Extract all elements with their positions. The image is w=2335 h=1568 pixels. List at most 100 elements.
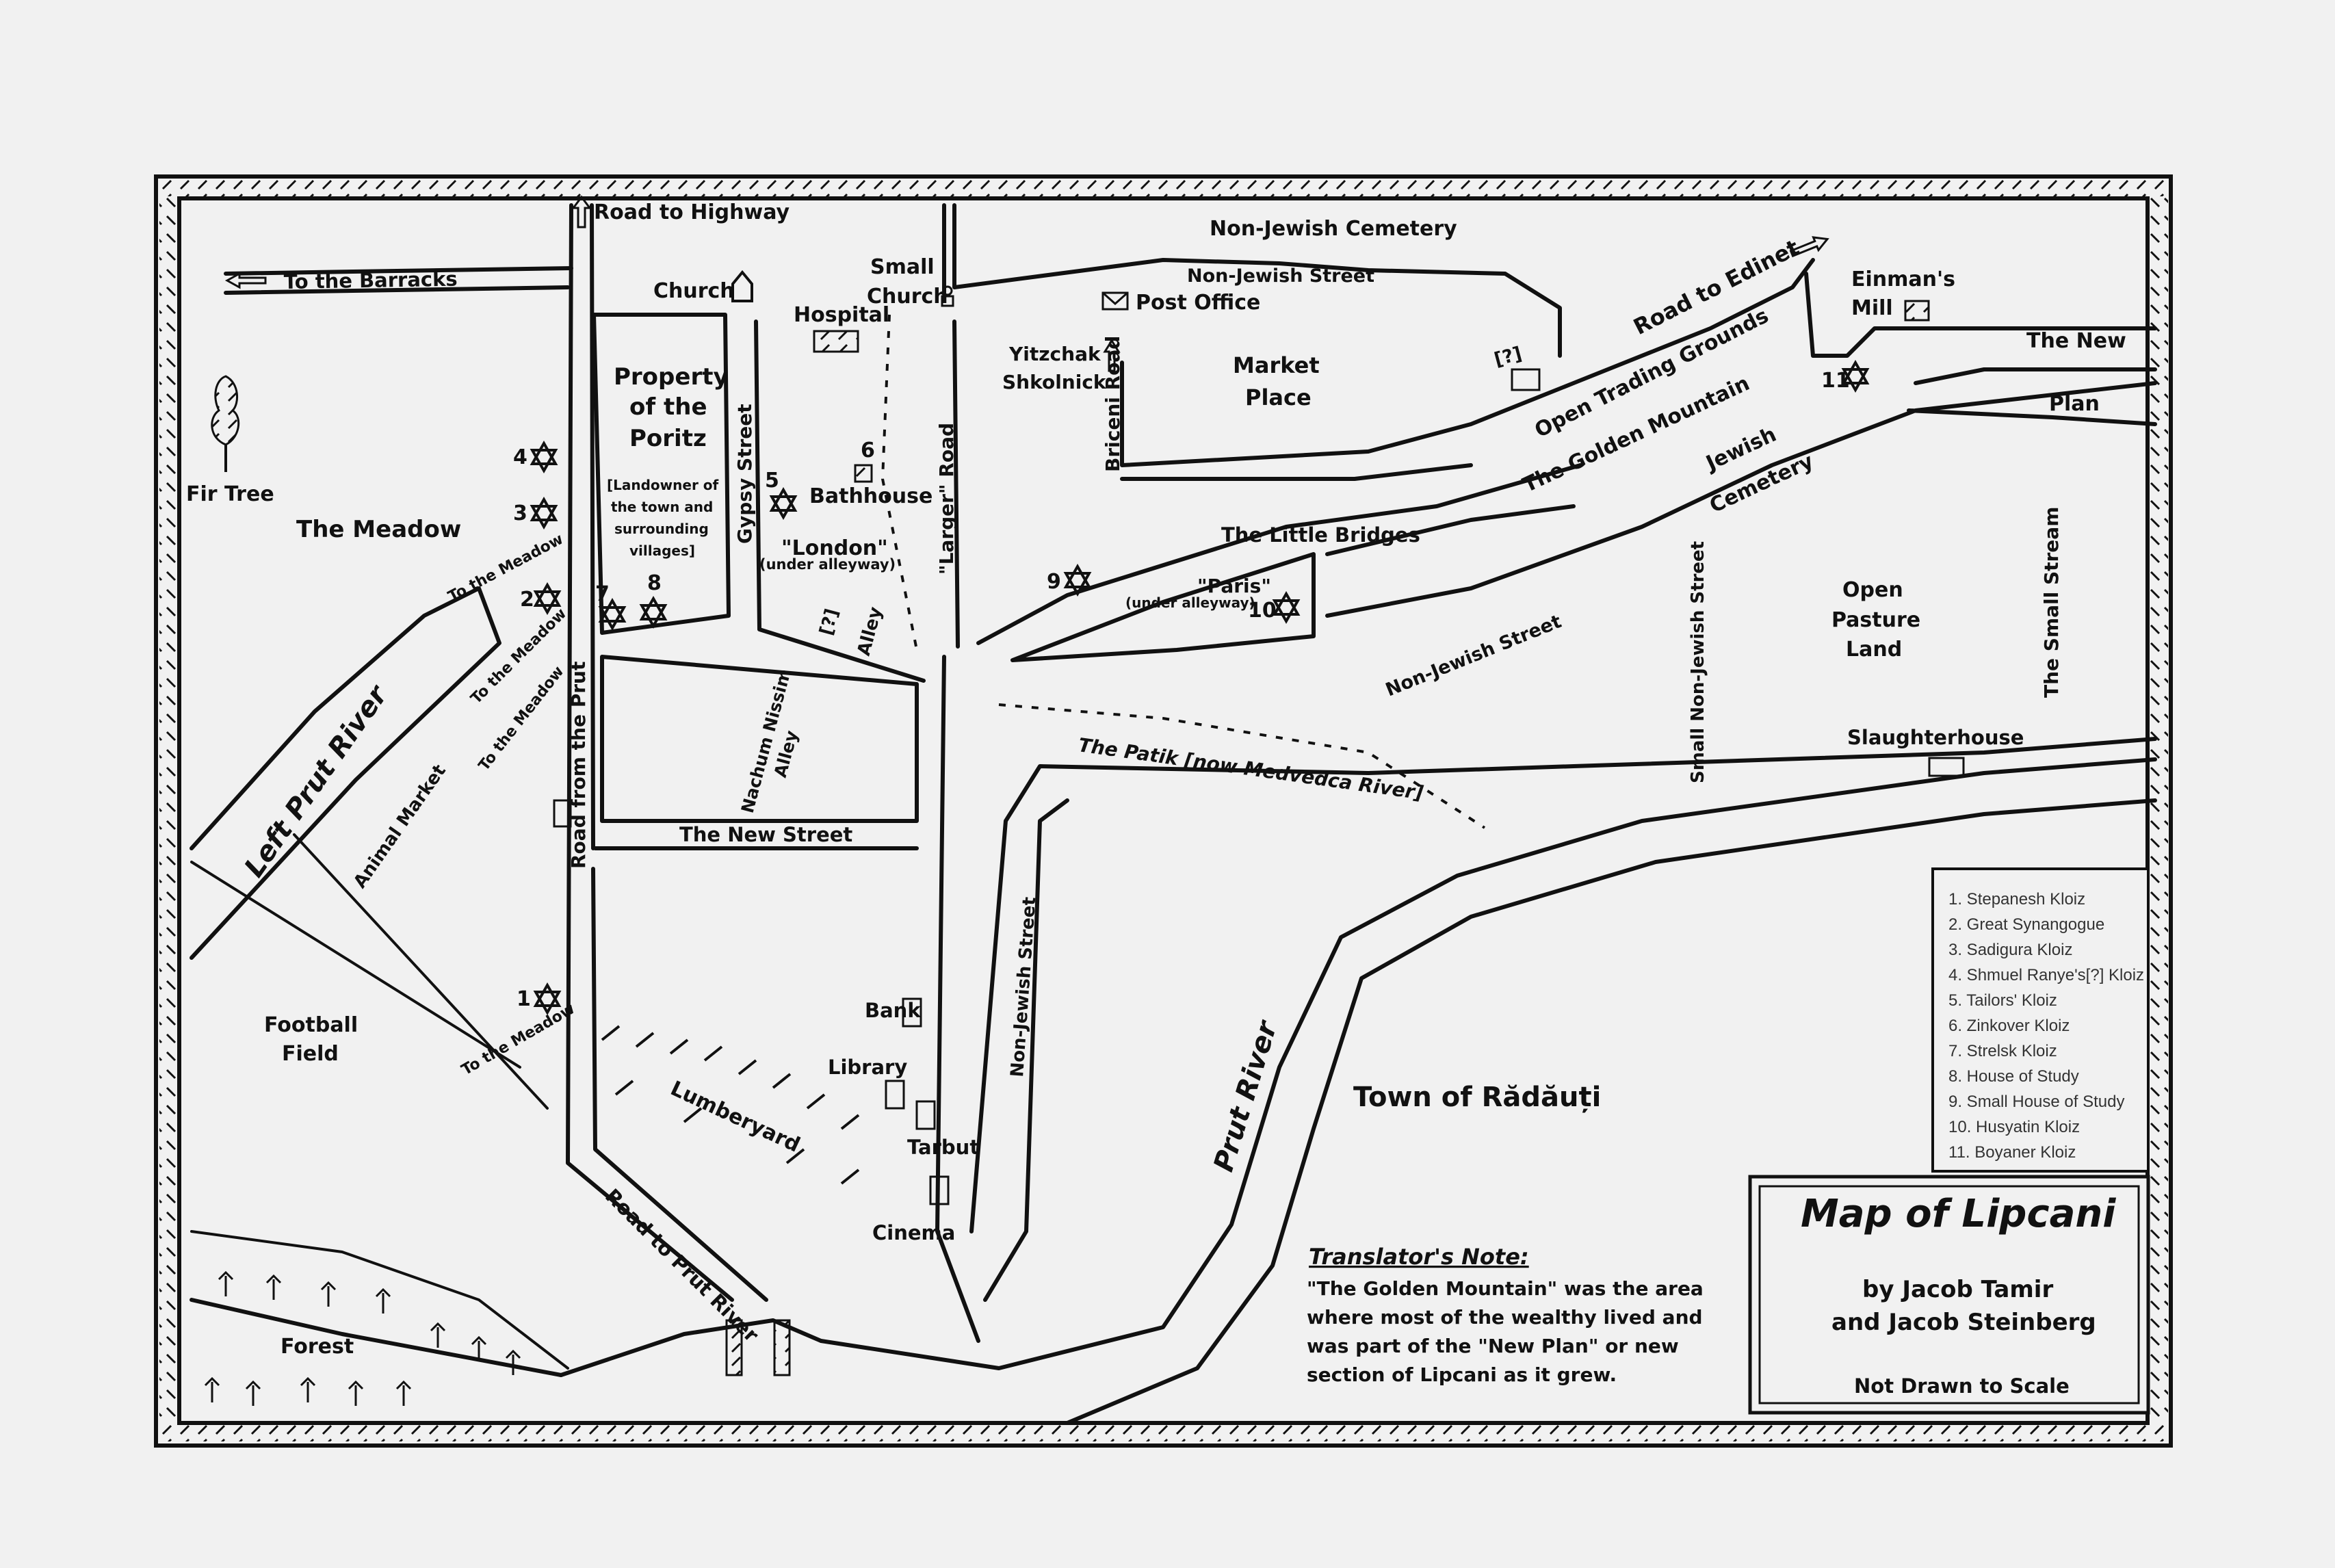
town-of-radauti-label: Town of Rădăuți [1353, 1082, 1601, 1113]
non-jewish-street-label: Non-Jewish Street [1383, 611, 1565, 701]
to-the-meadow-label: To the Meadow [445, 531, 566, 606]
star-number: 2 [520, 588, 534, 612]
legend-item: 3. Sadigura Kloiz [1948, 941, 2072, 959]
gypsy-street-label: Gypsy Street [733, 404, 756, 544]
buildings [553, 300, 1965, 1376]
animal-market-label: Animal Market [350, 761, 450, 892]
open-pasture-label: Pasture [1831, 608, 1920, 632]
open-pasture-label: Land [1846, 638, 1902, 662]
legend-item: 2. Great Synangogue [1948, 915, 2104, 934]
map-authors: by Jacob Tamir [1862, 1276, 2053, 1303]
star-number: 10 [1248, 599, 1277, 623]
translators-note-line: where most of the wealthy lived and [1307, 1306, 1703, 1329]
church-label: Church [653, 279, 735, 303]
scale-note: Not Drawn to Scale [1854, 1374, 2070, 1398]
map-title: Map of Lipcani [1801, 1192, 2116, 1236]
star-number: 11 [1821, 369, 1850, 393]
property-of-poritz-label: Property [614, 363, 729, 391]
unknown-label: [?] [816, 607, 843, 638]
small-church-label: Small [870, 255, 935, 279]
star-number: 6 [861, 439, 875, 462]
street-network [190, 203, 2157, 1425]
einmans-mill-label: Einman's [1851, 267, 1955, 291]
translators-note-line: section of Lipcani as it grew. [1307, 1363, 1617, 1386]
legend-item: 7. Strelsk Kloiz [1948, 1042, 2057, 1060]
to-the-barracks-label: To the Barracks [284, 267, 458, 293]
small-stream-label: The Small Stream [2040, 507, 2063, 698]
non-jewish-cemetery-label: Non-Jewish Cemetery [1210, 217, 1457, 241]
unknown-label: [?] [1492, 343, 1524, 370]
star-of-david-icon [1273, 592, 1299, 623]
london-label: "London" [781, 536, 888, 560]
legend: 1. Stepanesh Kloiz 2. Great Synangogue 3… [1931, 867, 2150, 1173]
title-block: Map of Lipcani by Jacob Tamir and Jacob … [1748, 1175, 2150, 1415]
the-meadow-label: The Meadow [296, 516, 461, 543]
lumberyard-marks [601, 1025, 860, 1185]
arrow-left-icon [224, 272, 267, 289]
post-office-label: Post Office [1136, 291, 1260, 315]
star-number: 5 [765, 469, 779, 493]
fir-tree-label: Fir Tree [186, 482, 274, 506]
little-bridges-label: The Little Bridges [1221, 523, 1420, 547]
translators-note-heading: Translator's Note: [1309, 1244, 1529, 1270]
paris-label: "Paris" [1197, 575, 1271, 597]
road-to-highway-label: Road to Highway [594, 200, 790, 224]
legend-item: 4. Shmuel Ranye's[?] Kloiz [1948, 966, 2144, 984]
football-field-label: Field [282, 1042, 339, 1066]
star-number: 7 [595, 582, 610, 606]
star-number: 3 [513, 501, 527, 525]
star-of-david-icon [531, 498, 557, 528]
larger-road-label: "Larger" Road [935, 423, 958, 575]
arrow-up-icon [1103, 339, 1121, 372]
open-pasture-label: Open [1842, 578, 1903, 602]
new-plan-label: The New [2026, 329, 2126, 353]
road-to-prut-river-label: Road to Prut River [601, 1184, 764, 1347]
yitzchak-shkolnick-label: Shkolnick [1002, 371, 1107, 393]
market-place-label: Place [1245, 384, 1312, 410]
alley-label: Alley [854, 605, 887, 658]
legend-item: 11. Boyaner Kloiz [1948, 1143, 2076, 1162]
football-field-label: Football [264, 1013, 358, 1037]
property-of-poritz-label: of the [629, 393, 707, 421]
star-of-david-icon [640, 597, 666, 627]
landowner-label: villages] [629, 543, 695, 559]
dashed-paths [880, 314, 1486, 829]
synagogue-markers: 1 2 3 4 5 6 7 8 9 10 11 [513, 361, 1868, 1014]
library-label: Library [828, 1056, 907, 1079]
star-of-david-icon [770, 488, 796, 519]
translators-note-line: was part of the "New Plan" or new [1307, 1335, 1679, 1357]
yitzchak-shkolnick-label: Yitzchak [1008, 343, 1101, 365]
post-office-icon [1101, 291, 1129, 311]
map-border [154, 174, 2173, 1448]
paris-label: (under alleyway) [1125, 594, 1255, 611]
new-street-label: The New Street [679, 823, 852, 846]
tarbut-label: Tarbut [907, 1136, 979, 1159]
landowner-label: the town and [611, 499, 713, 515]
non-jewish-street-label: Non-Jewish Street [1187, 265, 1374, 287]
new-plan-label: Plan [2049, 392, 2100, 416]
legend-item: 6. Zinkover Kloiz [1948, 1017, 2070, 1035]
star-of-david-icon [531, 442, 557, 472]
legend-item: 10. Husyatin Kloiz [1948, 1118, 2080, 1136]
hospital-label: Hospital [794, 303, 889, 327]
translators-note: Translator's Note: "The Golden Mountain"… [1307, 1244, 1704, 1386]
landowner-label: [Landowner of [607, 477, 719, 493]
translators-note-line: "The Golden Mountain" was the area [1307, 1277, 1704, 1300]
small-non-jewish-street-label: Small Non-Jewish Street [1688, 541, 1708, 783]
cinema-label: Cinema [872, 1221, 955, 1244]
slaughterhouse-label: Slaughterhouse [1847, 726, 2024, 749]
lumberyard-label: Lumberyard [667, 1077, 804, 1158]
property-of-poritz-label: Poritz [629, 425, 707, 452]
forest-label: Forest [281, 1335, 354, 1359]
arrow-right-icon [1789, 236, 1829, 258]
london-label: (under alleyway) [759, 556, 896, 573]
map-authors: and Jacob Steinberg [1831, 1309, 2096, 1336]
star-number: 4 [513, 445, 527, 469]
star-number: 9 [1047, 570, 1061, 594]
bank-label: Bank [865, 999, 921, 1022]
legend-item: 1. Stepanesh Kloiz [1948, 890, 2085, 909]
landowner-label: surrounding [614, 521, 709, 537]
church-icon [731, 270, 753, 302]
briceni-road-label: Briceni Road [1101, 336, 1124, 472]
